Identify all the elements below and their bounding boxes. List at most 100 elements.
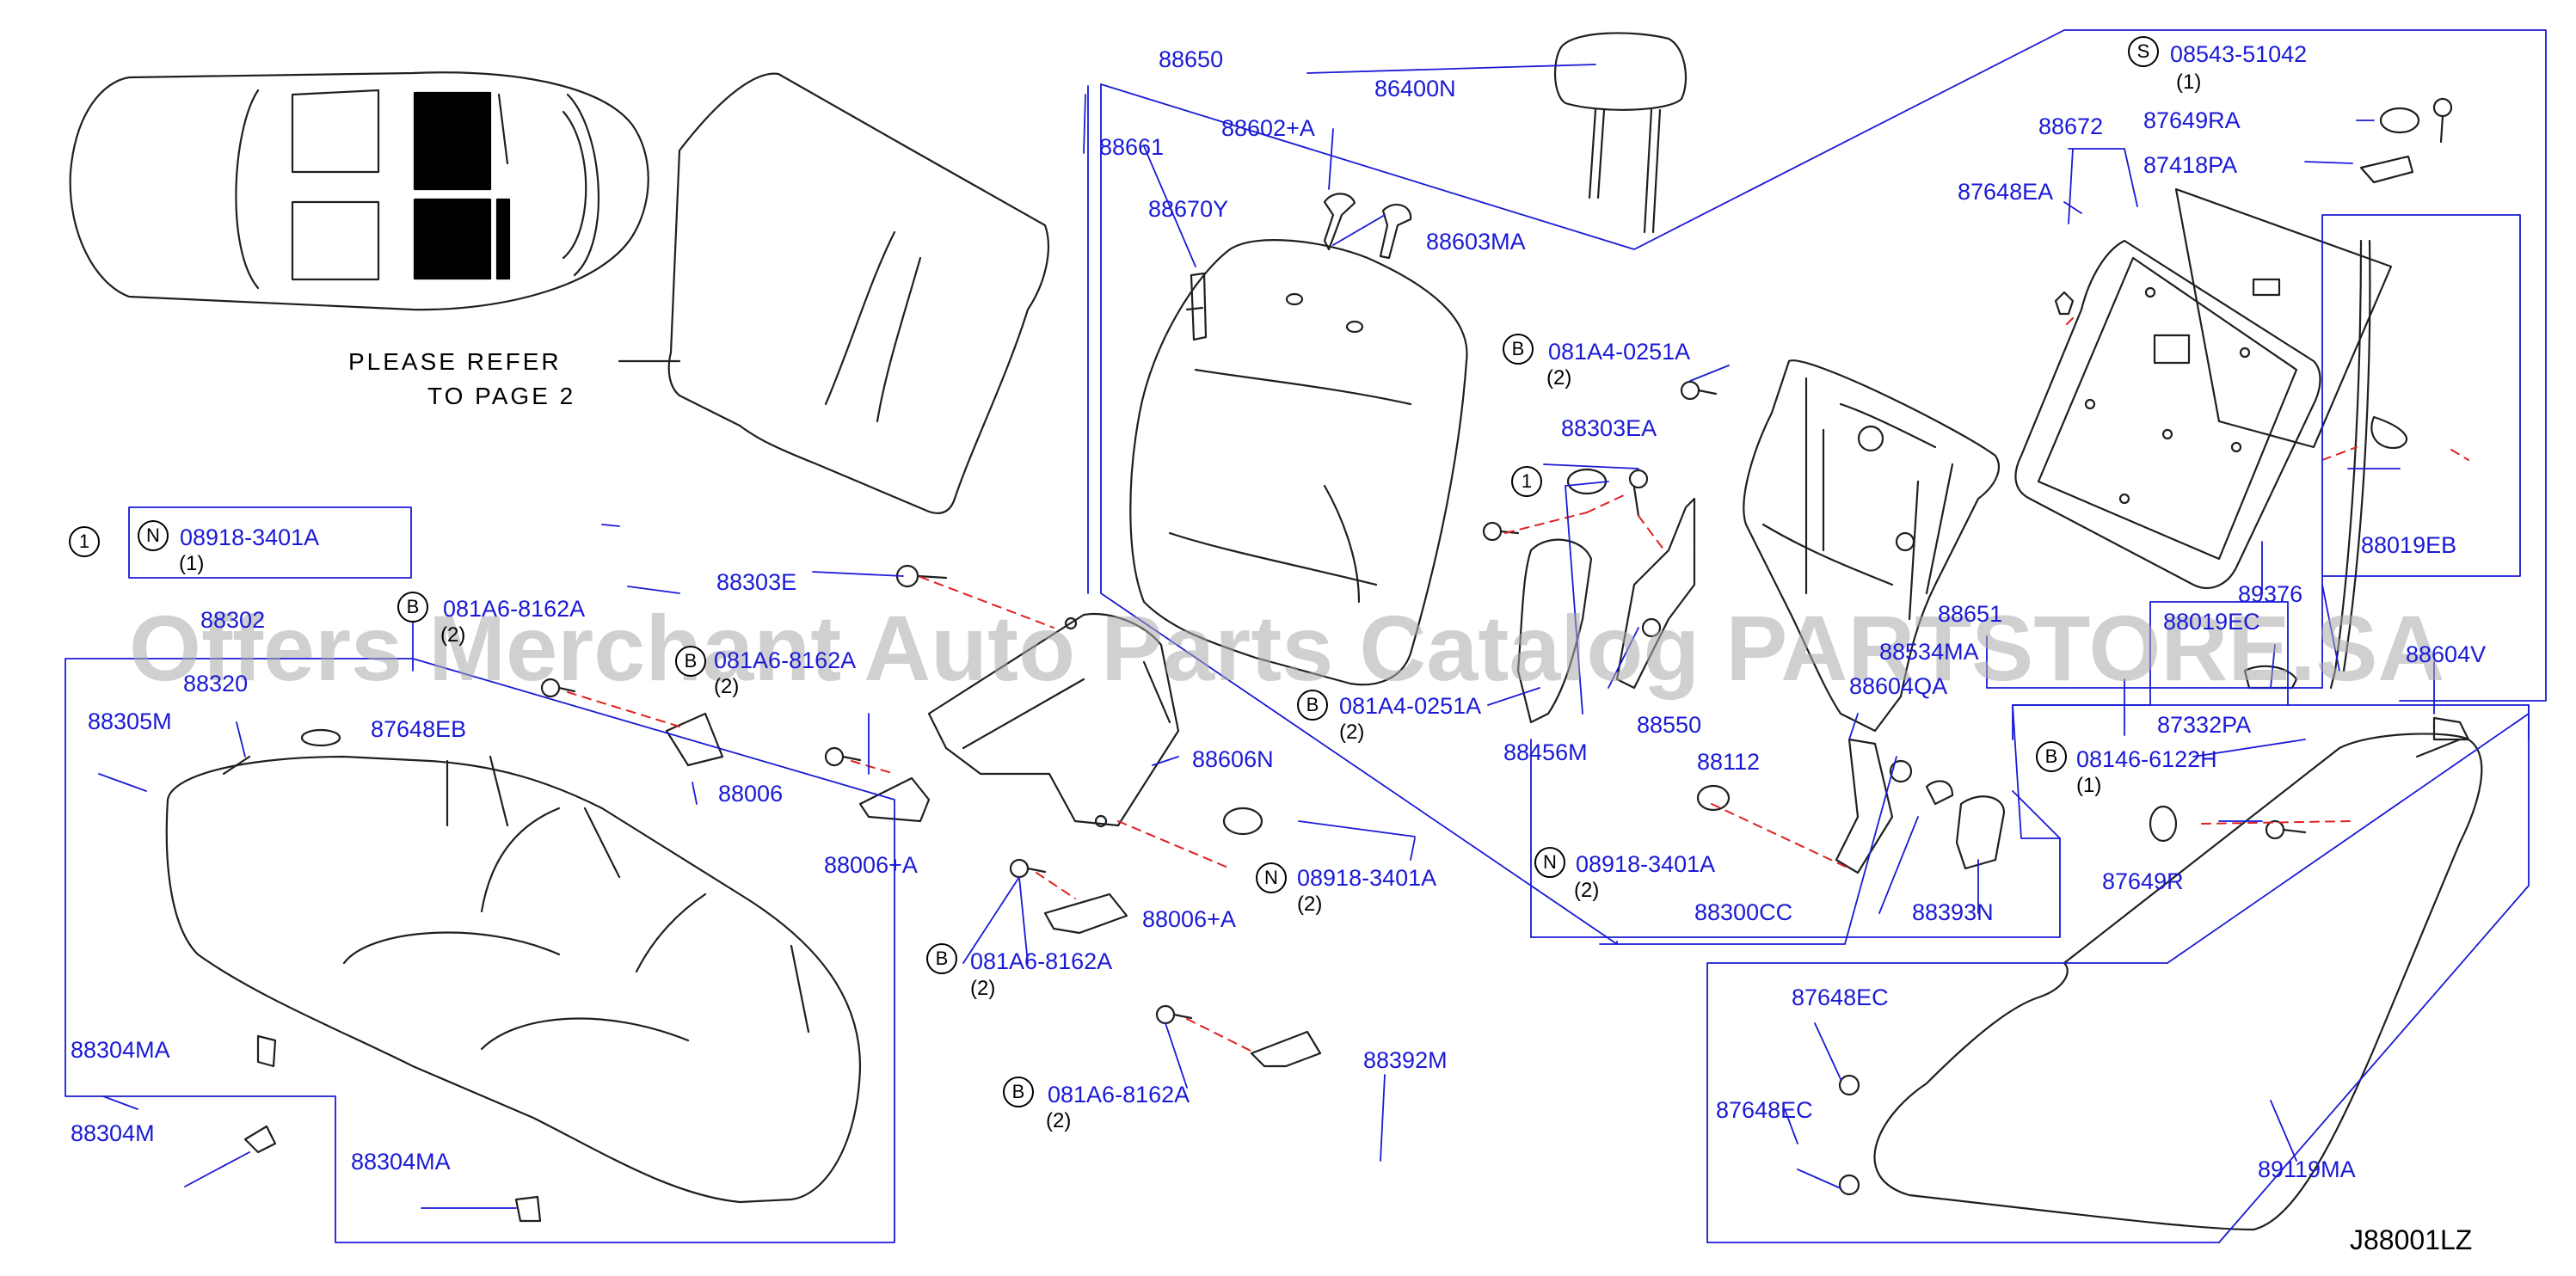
part-label-88661[interactable]: 88661 bbox=[1099, 134, 1165, 160]
part-label-08543-51042[interactable]: 08543-51042 bbox=[2170, 41, 2308, 67]
part-label-88550[interactable]: 88550 bbox=[1637, 712, 1702, 738]
note-line-2: TO PAGE 2 bbox=[427, 383, 576, 409]
part-label-88302[interactable]: 88302 bbox=[200, 607, 266, 633]
part-label-081a6-8162a[interactable]: 081A6-8162A bbox=[714, 647, 857, 673]
part-label-88670y[interactable]: 88670Y bbox=[1148, 196, 1229, 222]
badge-b: B bbox=[926, 943, 957, 974]
part-label-88006a[interactable]: 88006+A bbox=[1142, 906, 1236, 932]
bracket-88006a-drawing bbox=[858, 776, 1128, 935]
part-label-87332pa[interactable]: 87332PA bbox=[2157, 712, 2252, 738]
part-label-88650[interactable]: 88650 bbox=[1159, 46, 1224, 72]
part-label-87649r[interactable]: 87649R bbox=[2102, 868, 2184, 894]
headrest-guide-drawing bbox=[1323, 193, 1412, 260]
badge-n: N bbox=[1534, 847, 1565, 878]
part-label-88602a[interactable]: 88602+A bbox=[1221, 115, 1315, 141]
bracket-88606n-drawing bbox=[927, 613, 1180, 828]
part-label-87418pa[interactable]: 87418PA bbox=[2143, 152, 2238, 178]
badge-b: B bbox=[675, 646, 706, 677]
part-label-88304ma[interactable]: 88304MA bbox=[71, 1037, 170, 1063]
part-label-88303e[interactable]: 88303E bbox=[716, 569, 797, 595]
note-line-1: PLEASE REFER bbox=[348, 348, 562, 375]
part-label-08918-3401a[interactable]: 08918-3401A bbox=[180, 525, 320, 550]
part-label-88651[interactable]: 88651 bbox=[1938, 601, 2003, 627]
belt-guide-drawing bbox=[2243, 239, 2407, 690]
quantity-label: (2) bbox=[1046, 1109, 1072, 1132]
seatback-reference-outline bbox=[618, 72, 1050, 514]
bracket-88006-drawing bbox=[665, 712, 724, 767]
back-board-drawing bbox=[2174, 187, 2393, 449]
quantity-label: (1) bbox=[179, 552, 205, 575]
part-label-87648ec[interactable]: 87648EC bbox=[1792, 985, 1889, 1010]
part-label-88112[interactable]: 88112 bbox=[1697, 749, 1761, 775]
part-label-87648ea[interactable]: 87648EA bbox=[1958, 179, 2054, 205]
quantity-label: (2) bbox=[714, 675, 740, 698]
badge-b: B bbox=[397, 592, 428, 623]
seatback-cushion-drawing bbox=[1129, 239, 1468, 686]
lever-88300cc-drawing bbox=[1835, 738, 2006, 874]
quantity-label: (2) bbox=[1574, 879, 1600, 902]
part-label-88604v[interactable]: 88604V bbox=[2406, 641, 2487, 667]
vehicle-topview bbox=[69, 71, 649, 311]
seat-frame-drawing bbox=[1743, 359, 2000, 733]
badge-n: N bbox=[138, 520, 169, 551]
part-label-081a6-8162a[interactable]: 081A6-8162A bbox=[443, 596, 586, 622]
group-frames bbox=[65, 85, 2530, 1243]
badge-b: B bbox=[1003, 1077, 1034, 1107]
part-label-88604qa[interactable]: 88604QA bbox=[1849, 673, 1948, 699]
part-label-88320[interactable]: 88320 bbox=[183, 671, 249, 696]
part-label-88456m[interactable]: 88456M bbox=[1503, 739, 1588, 765]
part-label-88303ea[interactable]: 88303EA bbox=[1561, 415, 1657, 441]
badge-b: B bbox=[1297, 690, 1328, 721]
quantity-label: (2) bbox=[440, 623, 466, 647]
badge-b: B bbox=[2036, 741, 2067, 772]
part-label-86400n[interactable]: 86400N bbox=[1374, 76, 1456, 101]
vehicle-rear-seat-highlight bbox=[413, 91, 511, 280]
part-label-88006[interactable]: 88006 bbox=[718, 781, 784, 807]
part-label-88300cc[interactable]: 88300CC bbox=[1694, 899, 1793, 925]
badge-n: N bbox=[1256, 862, 1287, 893]
part-label-081a6-8162a[interactable]: 081A6-8162A bbox=[1048, 1082, 1190, 1107]
part-label-88304ma[interactable]: 88304MA bbox=[351, 1149, 451, 1175]
fasteners-drawing bbox=[243, 97, 2470, 1223]
diagram-code: J88001LZ bbox=[2350, 1224, 2473, 1255]
part-label-88603ma[interactable]: 88603MA bbox=[1426, 229, 1526, 255]
bracket-88392m-drawing bbox=[1250, 1030, 1322, 1068]
part-label-88392m[interactable]: 88392M bbox=[1363, 1047, 1448, 1073]
headrest-drawing bbox=[1553, 32, 1688, 234]
part-label-08146-6122h[interactable]: 08146-6122H bbox=[2076, 746, 2217, 772]
dashed-callouts bbox=[567, 317, 2469, 1054]
part-label-88606n[interactable]: 88606N bbox=[1192, 746, 1274, 772]
badge-s: S bbox=[2128, 36, 2159, 67]
part-label-89376[interactable]: 89376 bbox=[2238, 581, 2303, 607]
part-label-87648ec[interactable]: 87648EC bbox=[1716, 1097, 1813, 1123]
part-label-87649ra[interactable]: 87649RA bbox=[2143, 107, 2241, 133]
quantity-label: (2) bbox=[1546, 366, 1572, 390]
badge-ref-1: 1 bbox=[1511, 466, 1542, 497]
hinge-88550-drawing bbox=[1615, 497, 1696, 690]
quantity-label: (2) bbox=[1339, 721, 1365, 744]
part-label-081a4-0251a[interactable]: 081A4-0251A bbox=[1548, 339, 1691, 365]
part-label-88305m[interactable]: 88305M bbox=[88, 709, 172, 734]
part-label-88534ma[interactable]: 88534MA bbox=[1879, 639, 1979, 665]
part-label-08918-3401a[interactable]: 08918-3401A bbox=[1297, 865, 1437, 891]
part-label-88019ec[interactable]: 88019EC bbox=[2163, 609, 2260, 635]
part-label-88006a[interactable]: 88006+A bbox=[824, 852, 918, 878]
badge-b: B bbox=[1503, 334, 1534, 365]
part-label-88019eb[interactable]: 88019EB bbox=[2361, 532, 2457, 558]
quantity-label: (2) bbox=[1297, 893, 1323, 916]
part-label-081a6-8162a[interactable]: 081A6-8162A bbox=[970, 948, 1113, 974]
part-label-081a4-0251a[interactable]: 081A4-0251A bbox=[1339, 693, 1482, 719]
part-label-87648eb[interactable]: 87648EB bbox=[371, 716, 467, 742]
bracket-88670y-drawing bbox=[1185, 272, 1208, 341]
part-label-08918-3401a[interactable]: 08918-3401A bbox=[1576, 851, 1716, 877]
badge-ref-1: 1 bbox=[69, 526, 100, 557]
part-label-88393n[interactable]: 88393N bbox=[1912, 899, 1994, 925]
back-panel-drawing bbox=[2014, 239, 2321, 589]
part-label-89119ma[interactable]: 89119MA bbox=[2258, 1156, 2356, 1182]
part-label-88672[interactable]: 88672 bbox=[2038, 113, 2104, 139]
quantity-label: (1) bbox=[2076, 774, 2102, 797]
quantity-label: (2) bbox=[970, 977, 996, 1000]
part-label-88304m[interactable]: 88304M bbox=[71, 1120, 155, 1146]
